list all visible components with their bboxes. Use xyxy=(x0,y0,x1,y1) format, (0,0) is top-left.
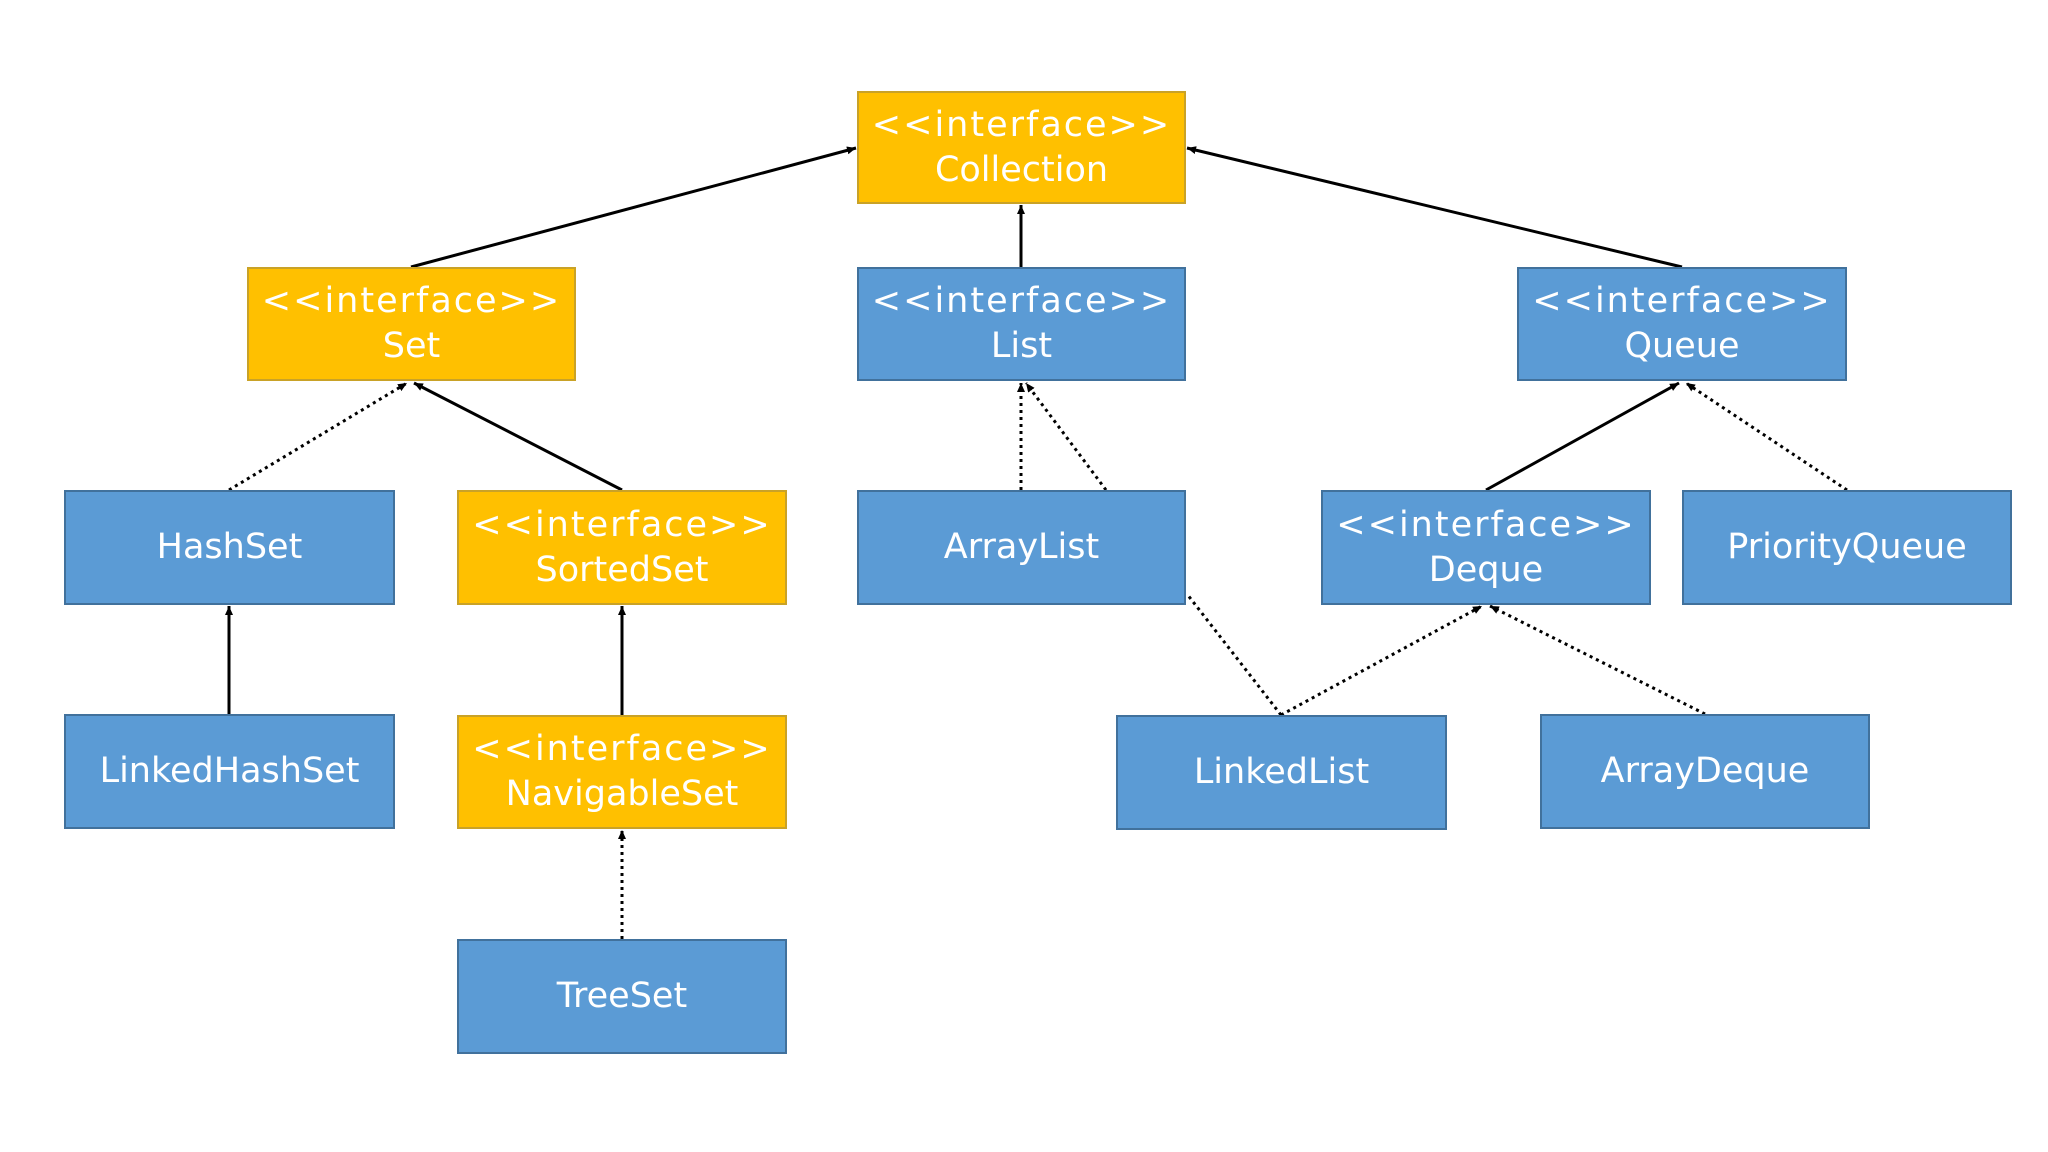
stereotype-label: <<interface>> xyxy=(1336,504,1636,545)
node-label: LinkedList xyxy=(1193,752,1370,792)
node-arraylist: ArrayList xyxy=(857,490,1186,605)
node-arraydeque: ArrayDeque xyxy=(1540,714,1870,829)
edge-linkedlist-to-list-lower xyxy=(1185,593,1283,716)
node-label: Deque xyxy=(1428,549,1544,590)
edge-sortedset-to-set xyxy=(413,381,623,492)
node-label: NavigableSet xyxy=(505,774,739,814)
edge-queue-to-collection xyxy=(1186,146,1683,269)
node-label: Set xyxy=(382,326,441,366)
stereotype-label: <<interface>> xyxy=(472,729,772,769)
node-set: <<interface>> Set xyxy=(247,267,576,381)
node-label: HashSet xyxy=(156,527,303,567)
node-treeset: TreeSet xyxy=(457,939,787,1054)
node-list: <<interface>> List xyxy=(857,267,1186,381)
edge-deque-to-queue xyxy=(1485,381,1680,492)
node-label: ArrayList xyxy=(943,527,1100,567)
stereotype-label: <<interface>> xyxy=(1532,281,1832,321)
node-priorityqueue: PriorityQueue xyxy=(1682,490,2012,605)
node-label: Collection xyxy=(934,149,1109,190)
edge-linkedlist-to-deque xyxy=(1280,604,1483,717)
node-label: List xyxy=(990,326,1053,366)
stereotype-label: <<interface>> xyxy=(871,104,1172,145)
node-label: LinkedHashSet xyxy=(99,751,360,791)
node-label: PriorityQueue xyxy=(1727,527,1967,567)
stereotype-label: <<interface>> xyxy=(472,504,772,545)
node-label: ArrayDeque xyxy=(1600,751,1810,791)
node-deque: <<interface>> Deque xyxy=(1321,490,1651,605)
edge-hashset-to-set xyxy=(228,381,408,492)
edge-priorityqueue-to-queue xyxy=(1685,381,1848,492)
node-linkedhashset: LinkedHashSet xyxy=(64,714,395,829)
node-hashset: HashSet xyxy=(64,490,395,605)
node-navigableset: <<interface>> NavigableSet xyxy=(457,715,787,829)
node-queue: <<interface>> Queue xyxy=(1517,267,1847,381)
edge-linkedlist-to-list xyxy=(1024,382,1108,491)
node-label: Queue xyxy=(1624,326,1740,366)
node-label: SortedSet xyxy=(535,549,709,590)
node-linkedlist: LinkedList xyxy=(1116,715,1447,830)
edge-set-to-collection xyxy=(410,146,857,269)
node-label: TreeSet xyxy=(556,976,688,1016)
node-sortedset: <<interface>> SortedSet xyxy=(457,490,787,605)
node-collection: <<interface>> Collection xyxy=(857,91,1186,204)
stereotype-label: <<interface>> xyxy=(261,281,562,321)
edge-arraydeque-to-deque xyxy=(1489,604,1706,716)
stereotype-label: <<interface>> xyxy=(871,281,1172,321)
